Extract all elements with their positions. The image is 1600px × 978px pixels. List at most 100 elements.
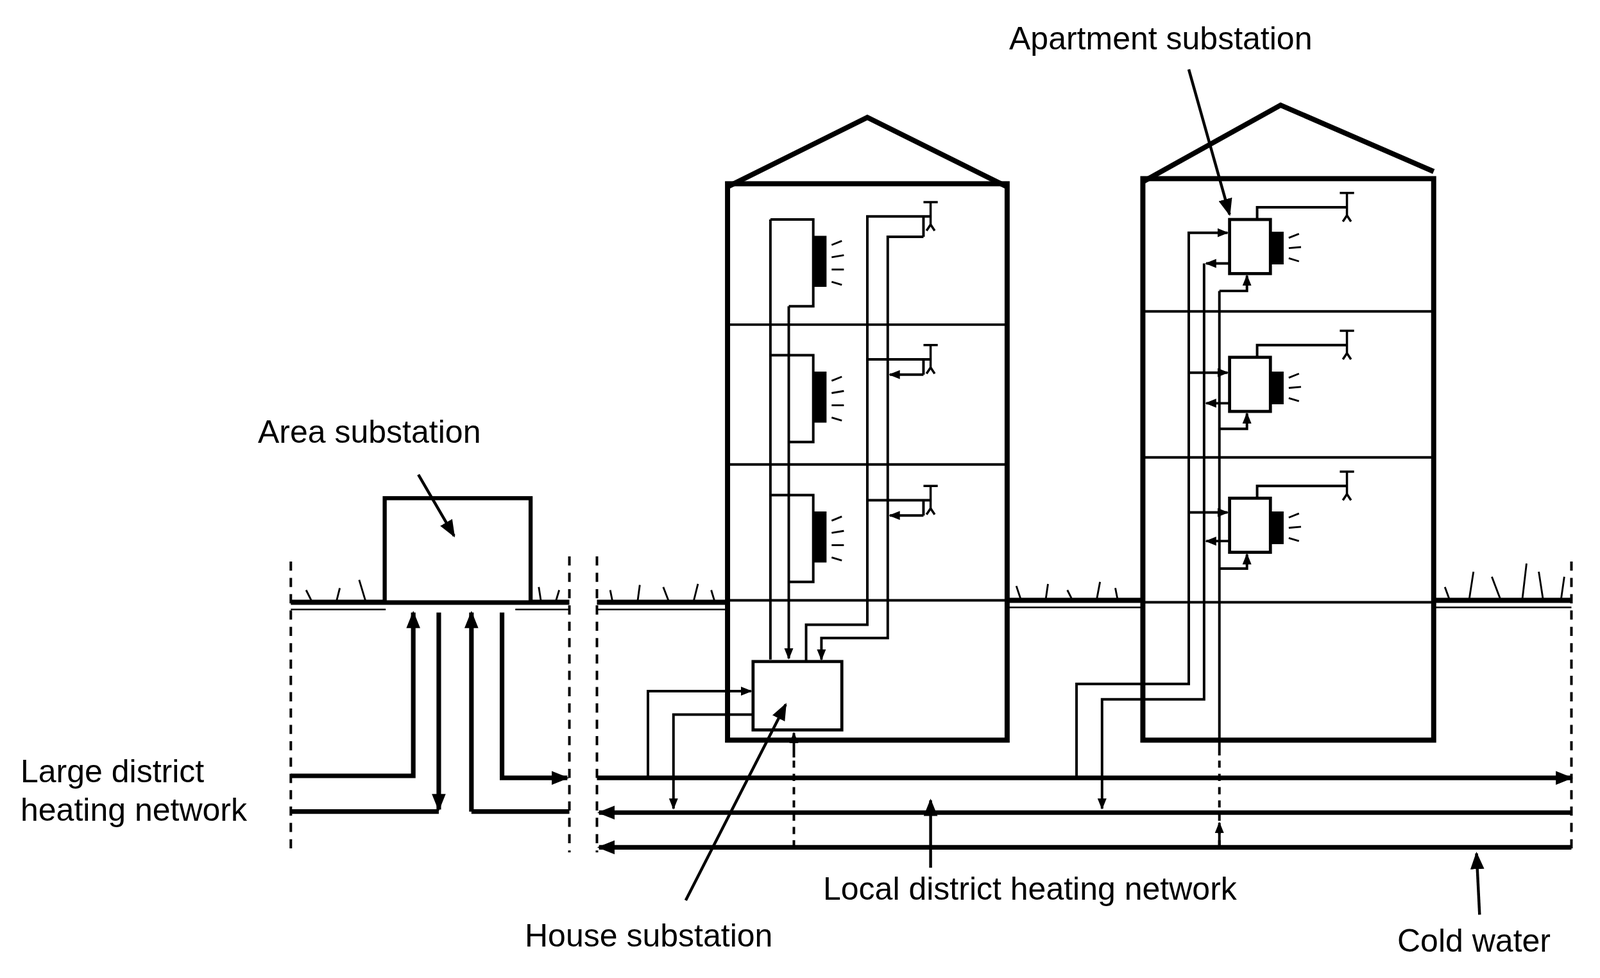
callout-label: Apartment substation [1009, 19, 1313, 58]
large-network-pipes [436, 612, 441, 809]
apartment-branch-pipes [1206, 261, 1230, 265]
tap-symbol [929, 485, 932, 509]
radiator-symbol [813, 232, 1284, 562]
hot-water-pipes [821, 236, 924, 660]
tap-symbol [1339, 191, 1354, 194]
callout-label: Large district heating network [20, 751, 290, 829]
ground-line-thin [1007, 606, 1144, 608]
apartment-branch-pipes [1219, 275, 1248, 292]
heat-lines [1288, 233, 1300, 238]
leader-arrow [418, 474, 455, 536]
tap-symbol [1339, 329, 1354, 332]
building-outline [727, 183, 1008, 740]
apartment-substation-box [1229, 357, 1271, 412]
large-network-pipes [290, 612, 414, 776]
apartment-branch-pipes [1102, 263, 1205, 808]
radiator-symbol [813, 236, 826, 286]
tap-symbol [926, 508, 935, 515]
tap-symbol [923, 193, 1354, 515]
apartment-branch-pipes [1219, 554, 1248, 569]
grass-tufts [610, 589, 613, 600]
heat-lines [831, 281, 842, 285]
grass-tufts [556, 589, 560, 600]
tap-symbol [1345, 193, 1348, 216]
apartment-branch-pipes [1219, 413, 1248, 429]
tap-symbol [1345, 330, 1348, 353]
floor-line [1142, 601, 1434, 604]
ground-line [596, 599, 728, 605]
apartment-branch-pipes [1218, 290, 1221, 756]
heat-lines [831, 390, 844, 393]
tap-symbol [926, 367, 935, 375]
apartment-substation-box [1229, 219, 1271, 553]
heating-circuit [770, 219, 814, 307]
heat-lines [1288, 537, 1300, 541]
ground-line-thin [290, 607, 1572, 610]
grass-tufts [1097, 581, 1101, 598]
radiator-symbol [813, 512, 826, 562]
heat-lines [831, 268, 844, 271]
heat-lines [1288, 386, 1302, 389]
house-branch-pipes [647, 690, 752, 778]
apartment-branch-pipes [1206, 401, 1230, 405]
radiator-symbol [1270, 512, 1283, 544]
apartment-branch-pipes [1218, 822, 1221, 845]
boundary-dashes [1569, 561, 1573, 850]
hot-water-pipes [921, 499, 925, 516]
local-network-pipes [599, 810, 1572, 815]
grass-tufts [1016, 585, 1021, 598]
apartment-branch-pipes [1257, 207, 1348, 220]
grass-tufts [1491, 576, 1500, 598]
hot-water-pipes [921, 359, 925, 375]
heat-lines [831, 376, 842, 381]
heat-lines [1288, 526, 1302, 528]
large-network-pipes [471, 808, 570, 814]
heat-lines [831, 233, 1302, 561]
heat-lines [1288, 397, 1300, 401]
grass-tufts [637, 585, 640, 601]
area-substation-box [384, 497, 531, 602]
grass-tufts [1045, 583, 1048, 598]
tap-symbol [923, 484, 938, 487]
house-substation-box [753, 661, 842, 731]
building-outline [1142, 105, 1434, 182]
heat-lines [1288, 373, 1300, 378]
heat-lines [1288, 246, 1302, 249]
floor-line [1142, 309, 1434, 313]
grass-tufts [663, 587, 669, 601]
house-substation-box [753, 661, 842, 731]
radiator-symbol [813, 372, 826, 422]
hot-water-pipes [889, 513, 924, 517]
heat-lines [831, 544, 844, 546]
grass-tufts [694, 583, 698, 600]
heat-lines [1288, 257, 1300, 262]
leader-arrow [685, 704, 786, 901]
grass-tufts [359, 579, 366, 601]
grass-tufts [1444, 587, 1449, 598]
large-network-pipes [502, 612, 568, 778]
grass-tufts [1067, 589, 1072, 598]
ground-line-thin [596, 608, 728, 611]
grass-tufts [306, 589, 312, 600]
callout-label: Area substation [257, 412, 481, 452]
building-outline [727, 117, 1008, 187]
heating-circuit [769, 219, 772, 660]
tap-symbol [1342, 352, 1352, 360]
apartment-branch-pipes [1257, 485, 1348, 498]
apartment-branch-pipes [1188, 511, 1228, 514]
radiator-symbol [1270, 232, 1283, 264]
tap-symbol [929, 202, 932, 225]
apartment-branch-pipes [1206, 539, 1230, 543]
hot-water-pipes [806, 216, 931, 662]
grass-tufts [336, 587, 341, 600]
heat-lines [831, 557, 842, 561]
house-branch-pipes [792, 732, 795, 758]
heating-circuit [770, 495, 814, 582]
area-substation-box [384, 497, 531, 602]
heating-circuit [770, 219, 814, 660]
grass-tufts [1522, 563, 1527, 598]
grass-tufts [1114, 587, 1117, 598]
apartment-substation-box [1229, 497, 1271, 552]
tap-symbol [1339, 470, 1354, 473]
